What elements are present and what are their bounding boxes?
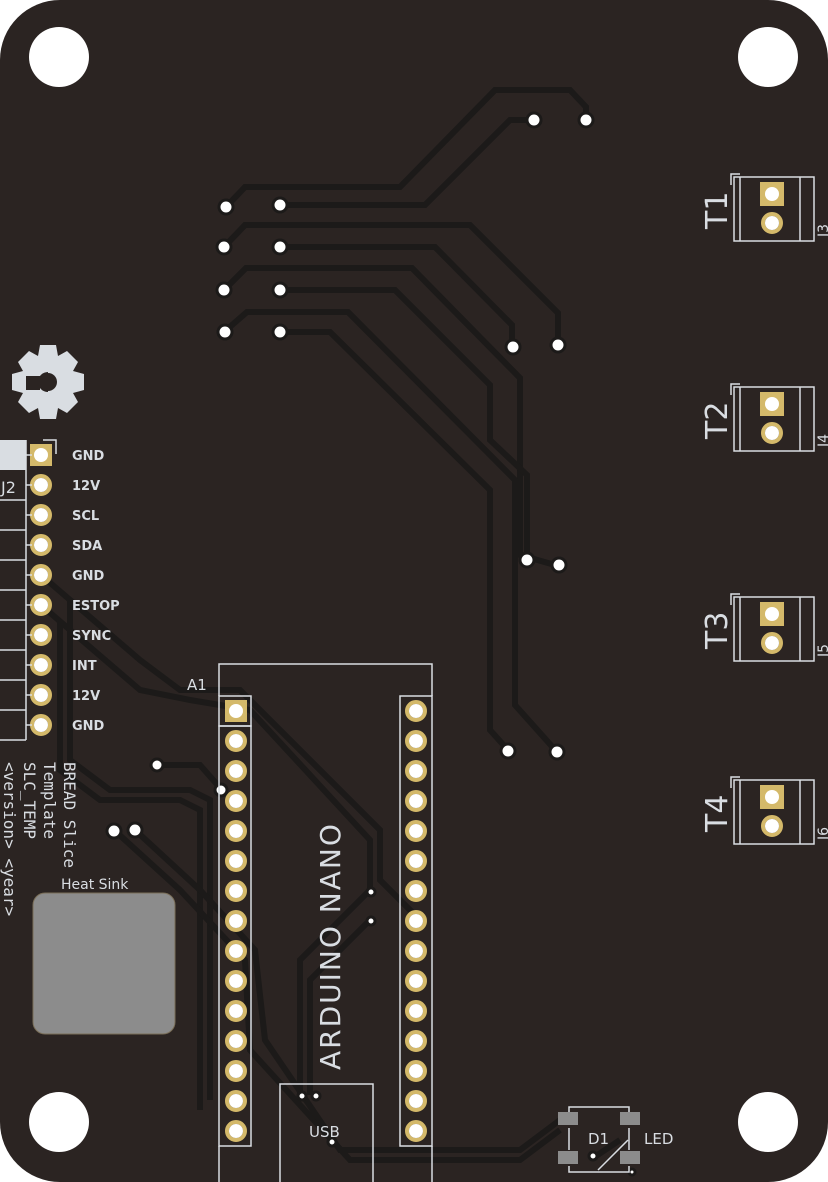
- connector-j2: J2 GND 12V SCL SDA GND ESTOP SYNC INT 12V GND: [0, 439, 120, 741]
- arduino-label: ARDUINO NANO: [314, 822, 347, 1070]
- j2-pin-pad: [30, 654, 52, 676]
- j2-pin-pad: [30, 714, 52, 736]
- nano-right-pin-pad: [405, 730, 427, 752]
- j2-pin-pad: [30, 624, 52, 646]
- terminal-pin-pad: [761, 815, 783, 837]
- nano-right-pin-pad: [405, 880, 427, 902]
- nano-right-pin-pad: [405, 790, 427, 812]
- j2-pin-pad: [30, 504, 52, 526]
- nano-right-pin-pad: [405, 1030, 427, 1052]
- nano-right-pin-pad: [405, 1120, 427, 1142]
- board-subtitle: Template: [40, 762, 59, 839]
- nano-right-pin-pad: [405, 910, 427, 932]
- heat-sink-label: Heat Sink: [61, 877, 129, 893]
- terminal-ref: J4: [816, 434, 828, 448]
- nano-left-pin-pad: [225, 970, 247, 992]
- j2-pin-pad: [30, 444, 52, 466]
- j2-pin-label: 12V: [72, 479, 100, 494]
- j2-pin-label: SCL: [72, 509, 99, 524]
- terminal-pin-pad: [761, 422, 783, 444]
- led-d1: D1 LED: [558, 1106, 673, 1173]
- nano-left-pin-pad: [225, 1060, 247, 1082]
- nano-left-pin-pad: [225, 1000, 247, 1022]
- nano-right-pin-pad: [405, 970, 427, 992]
- arduino-ref: A1: [187, 676, 207, 694]
- terminal-pin-pad: [761, 632, 783, 654]
- board-code: SLC_TEMP: [20, 762, 39, 839]
- nano-left-pin-pad: [225, 790, 247, 812]
- j2-pin-pad: [30, 594, 52, 616]
- j2-pin-label: 12V: [72, 689, 100, 704]
- nano-left-pin-pad: [225, 850, 247, 872]
- j2-pin-pad: [30, 474, 52, 496]
- terminal-label: T4: [700, 795, 735, 833]
- terminal-label: T3: [700, 612, 735, 650]
- nano-right-pin-pad: [405, 700, 427, 722]
- arduino-nano-footprint: A1 ARDUINO NANO USB: [187, 663, 433, 1182]
- board-info-text: BREAD Slice Template SLC_TEMP <version> …: [0, 762, 79, 916]
- j2-pin-pad: [30, 684, 52, 706]
- j2-pin-pad: [30, 534, 52, 556]
- nano-left-pin-pad: [225, 1030, 247, 1052]
- open-hardware-gear-icon: [12, 345, 84, 419]
- usb-label: USB: [309, 1123, 340, 1141]
- terminal-ref: J5: [816, 644, 828, 658]
- j2-pin-label: INT: [72, 659, 97, 674]
- terminal-pin-pad: [761, 212, 783, 234]
- mounting-hole-top-right: [738, 27, 798, 87]
- nano-right-pin-pad: [405, 1060, 427, 1082]
- board-version: <version> <year>: [0, 762, 19, 916]
- nano-right-pin-pad: [405, 1090, 427, 1112]
- nano-left-pin-pad: [225, 940, 247, 962]
- vias: [105, 111, 637, 1177]
- nano-right-pin-pad: [405, 760, 427, 782]
- led-label: LED: [644, 1130, 673, 1148]
- terminal-ref: J6: [816, 827, 828, 841]
- led-ref: D1: [588, 1130, 609, 1148]
- nano-left-pin-pad: [225, 1120, 247, 1142]
- j2-pin-label: GND: [72, 569, 105, 584]
- mounting-hole-bottom-left: [29, 1092, 89, 1152]
- j2-highlight: [0, 440, 26, 470]
- j2-pin-pad: [30, 564, 52, 586]
- mounting-hole-top-left: [29, 27, 89, 87]
- nano-left-pin-pad: [225, 730, 247, 752]
- nano-left-pin-pad: [225, 880, 247, 902]
- nano-left-pin-pad: [225, 820, 247, 842]
- terminal-label: T1: [700, 192, 735, 230]
- mounting-hole-bottom-right: [738, 1092, 798, 1152]
- terminal-label: T2: [700, 402, 735, 440]
- j2-pin-label: GND: [72, 719, 105, 734]
- j2-ref: J2: [0, 478, 16, 497]
- nano-left-pin-pad: [225, 760, 247, 782]
- heat-sink-pad: [32, 892, 176, 1035]
- nano-left-pin-pad: [225, 910, 247, 932]
- j2-pin-label: ESTOP: [72, 599, 120, 614]
- nano-right-pin-pad: [405, 820, 427, 842]
- nano-left-pin-pad: [225, 1090, 247, 1112]
- nano-pin1-drill: [229, 704, 243, 718]
- board-title: BREAD Slice: [60, 762, 79, 868]
- terminal-ref: J3: [816, 224, 828, 238]
- nano-right-pin-pad: [405, 940, 427, 962]
- j2-pin-label: SDA: [72, 539, 102, 554]
- j2-pin-label: GND: [72, 449, 105, 464]
- nano-right-pin-pad: [405, 850, 427, 872]
- traces: [39, 87, 622, 1163]
- nano-right-pin-pad: [405, 1000, 427, 1022]
- heat-sink: Heat Sink: [32, 877, 176, 1035]
- j2-pin-label: SYNC: [72, 629, 111, 644]
